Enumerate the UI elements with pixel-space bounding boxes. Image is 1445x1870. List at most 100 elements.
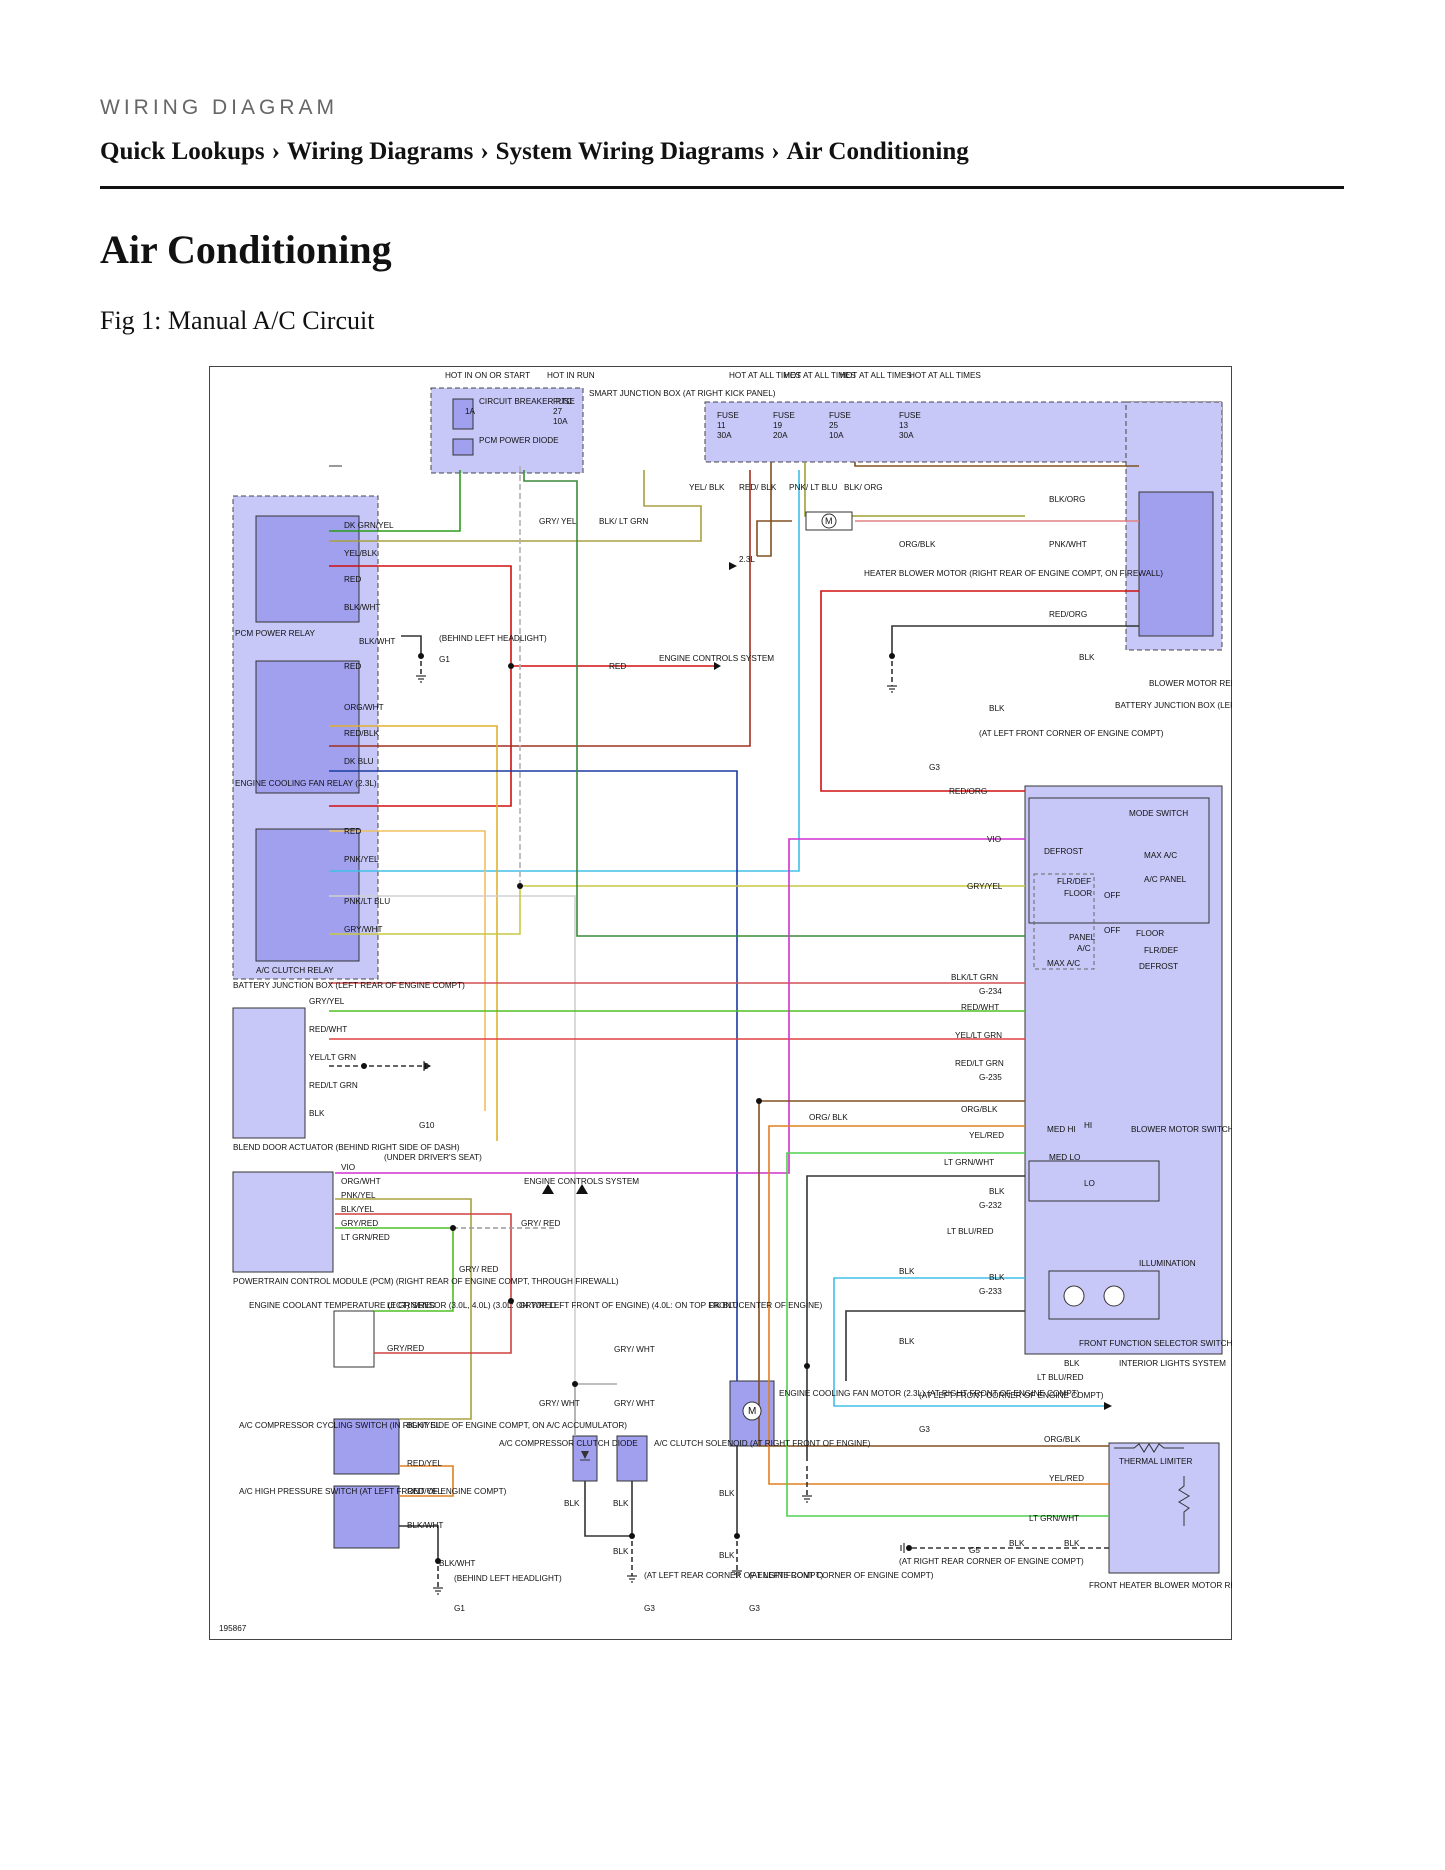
- label-g234: G-234: [979, 987, 1002, 996]
- junction-dot: [804, 1363, 810, 1369]
- label-floor-2: FLOOR: [1136, 929, 1164, 938]
- breadcrumb-wiring-diagrams[interactable]: Wiring Diagrams: [287, 138, 474, 165]
- label-g3-3: G3: [919, 1425, 930, 1434]
- label-org-wht: ORG/WHT: [344, 703, 384, 712]
- label-blower-motor-switch: BLOWER MOTOR SWITCH: [1131, 1125, 1232, 1134]
- label-gry-wht-v: GRY/ WHT: [614, 1345, 655, 1354]
- junction-dot: [418, 653, 424, 659]
- label-blk-clutch-solenoid: BLK: [613, 1499, 629, 1508]
- label-lo: LO: [1084, 1179, 1095, 1188]
- label-blk: BLK: [309, 1109, 325, 1118]
- label-at-left-front-corner: (AT LEFT FRONT CORNER OF ENGINE COMPT): [749, 1571, 934, 1580]
- blower-motor-symbol: M: [825, 516, 833, 526]
- wire-org-blk-resistor: [758, 1101, 1109, 1447]
- label-yel-lt-grn: YEL/LT GRN: [309, 1053, 356, 1062]
- junction-dot: [906, 1545, 912, 1551]
- fan-motor-symbol: M: [748, 1406, 756, 1417]
- label-defrost: DEFROST: [1044, 847, 1083, 856]
- blower-motor-circle: [821, 513, 837, 529]
- label-g235: G-235: [979, 1073, 1002, 1082]
- label-interior-lights: INTERIOR LIGHTS SYSTEM: [1119, 1359, 1226, 1368]
- label-off: OFF: [1104, 891, 1120, 900]
- breadcrumb-separator: ›: [771, 138, 780, 165]
- label-heater-blower-motor: HEATER BLOWER MOTOR (RIGHT REAR OF ENGIN…: [864, 569, 1163, 578]
- label-g5: G5: [969, 1546, 980, 1555]
- label-g1-upper: G1: [439, 655, 450, 664]
- label-blk-clutch-lower: BLK: [613, 1547, 629, 1556]
- breadcrumb-air-conditioning[interactable]: Air Conditioning: [786, 138, 969, 165]
- page-kicker: WIRING DIAGRAM: [100, 96, 338, 119]
- label-fuse-13: FUSE: [899, 411, 921, 420]
- ac-cycling-switch: [333, 1418, 400, 1475]
- header-rule: [100, 186, 1344, 189]
- label-blk-clutch-diode: BLK: [564, 1499, 580, 1508]
- label-ac-clutch-relay: A/C CLUTCH RELAY: [256, 966, 334, 975]
- label-fuse-19-num: 19: [773, 421, 783, 430]
- label-fuse-25-num: 25: [829, 421, 839, 430]
- label-gry-wht-v3: GRY/ WHT: [614, 1399, 655, 1408]
- breadcrumb-system-wiring-diagrams[interactable]: System Wiring Diagrams: [495, 138, 765, 165]
- label-gry-yel-v: GRY/ YEL: [539, 517, 577, 526]
- pcm-module: [232, 1171, 334, 1273]
- wire-red-yel: [399, 1465, 454, 1497]
- label-max-ac-2: MAX A/C: [1047, 959, 1080, 968]
- label-red-4: RED: [344, 827, 361, 836]
- label-lt-grn-red-pcm: LT GRN/RED: [341, 1233, 390, 1242]
- label-pnk-wht: PNK/WHT: [1049, 540, 1087, 549]
- label-hot-all-times: HOT AT ALL TIMES: [784, 371, 856, 380]
- label-blk-wht-g1: BLK/WHT: [359, 637, 395, 646]
- label-gry-yel-2: GRY/YEL: [967, 882, 1003, 891]
- label-at-left-front-corner-2: (AT LEFT FRONT CORNER OF ENGINE COMPT): [979, 729, 1164, 738]
- front-function-selector-switch: [1024, 785, 1223, 1355]
- label-figure-id: 195867: [219, 1624, 247, 1633]
- label-med-lo: MED LO: [1049, 1153, 1080, 1162]
- label-vio-2: VIO: [987, 835, 1001, 844]
- ground-icon: [802, 1495, 812, 1503]
- label-ac-high-pressure-switch: A/C HIGH PRESSURE SWITCH (AT LEFT FRONT …: [239, 1487, 507, 1496]
- wire-lt-grn-wht: [786, 1152, 1109, 1517]
- wire-org-blk-up: [757, 462, 772, 557]
- junction-dot: [572, 1381, 578, 1387]
- label-g1: G1: [454, 1604, 465, 1613]
- label-yel-blk: YEL/BLK: [344, 549, 378, 558]
- page-title: Air Conditioning: [100, 227, 392, 272]
- ground-icon: [416, 675, 426, 683]
- label-illumination: ILLUMINATION: [1139, 1259, 1196, 1268]
- ground-icon: [423, 1061, 428, 1071]
- junction-dot: [517, 883, 523, 889]
- label-yel-lt-grn-2: YEL/LT GRN: [955, 1031, 1002, 1040]
- wire-lt-blu-red: [833, 1277, 1109, 1407]
- label-blk-fan: BLK: [719, 1489, 735, 1498]
- label-pnk-lt-blu: PNK/LT BLU: [344, 897, 390, 906]
- label-panel: PANEL: [1069, 933, 1096, 942]
- arrow-right-icon: [714, 662, 721, 670]
- label-yel-blk-v: YEL/ BLK: [689, 483, 725, 492]
- ground-icon: [627, 1575, 637, 1583]
- label-flr-def: FLR/DEF: [1057, 877, 1091, 886]
- label-org-blk-v: ORG/ BLK: [809, 1113, 848, 1122]
- wire-pnk-wht: [804, 462, 1025, 517]
- wire-dk-grn-yel: [329, 470, 461, 532]
- pcm-power-relay: [255, 515, 360, 623]
- wire-blk-wht-lower: [399, 1525, 439, 1561]
- label-hot-in-run: HOT IN RUN: [547, 371, 595, 380]
- label-2-3l: 2.3L: [739, 555, 755, 564]
- label-fuse-11-amp: 30A: [717, 431, 732, 440]
- illumination-bulb-icon: [1063, 1285, 1085, 1307]
- ect-sensor: [333, 1310, 375, 1368]
- breadcrumb: Quick Lookups›Wiring Diagrams›System Wir…: [100, 138, 969, 166]
- label-blk-7: BLK: [1064, 1539, 1080, 1548]
- label-yel-red: YEL/RED: [969, 1131, 1004, 1140]
- label-lt-grn-red: LT GRN/RED: [387, 1301, 436, 1310]
- label-battery-junction-box-right: BATTERY JUNCTION BOX (LEFT REAR OF ENGIN…: [1115, 701, 1232, 710]
- label-g232: G-232: [979, 1201, 1002, 1210]
- wire-blk-illum: [845, 1310, 1025, 1381]
- wire-red-blk: [329, 470, 751, 747]
- label-mode-switch: MODE SWITCH: [1129, 809, 1188, 818]
- label-behind-left-headlight: (BEHIND LEFT HEADLIGHT): [439, 634, 547, 643]
- junction-dot: [508, 663, 514, 669]
- ground-icon: [732, 1570, 742, 1578]
- breadcrumb-quick-lookups[interactable]: Quick Lookups: [100, 138, 265, 165]
- label-fuse-27-num: 27: [553, 407, 563, 416]
- label-blk-3: BLK: [899, 1267, 915, 1276]
